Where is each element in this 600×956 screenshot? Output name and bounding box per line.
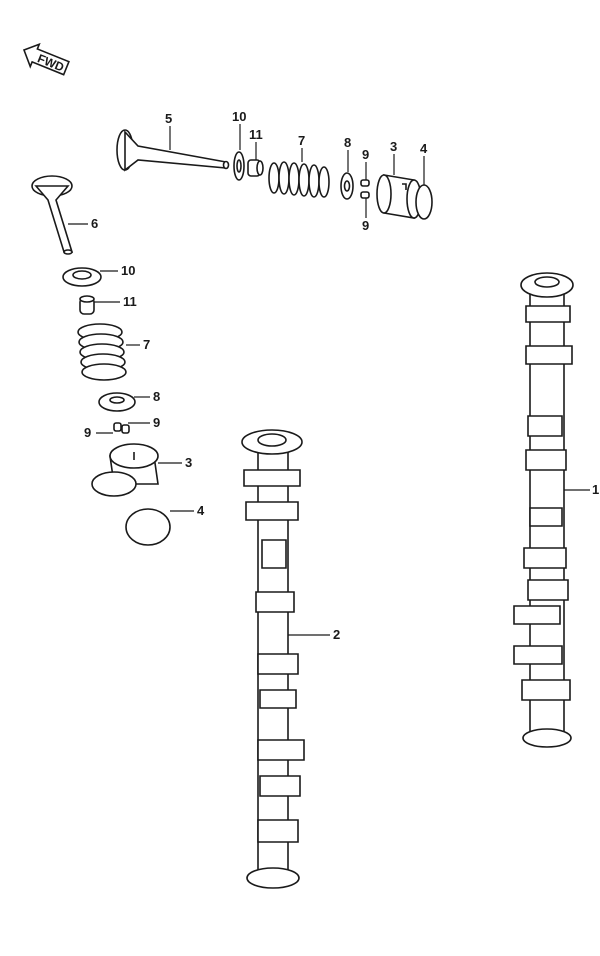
callout-9: 9 <box>153 415 160 430</box>
oil-seal-left <box>62 267 102 287</box>
callout-9: 9 <box>84 425 91 440</box>
spring-retainer-top <box>340 172 354 200</box>
valve-left <box>31 175 74 255</box>
shim-left <box>125 508 171 546</box>
callout-3: 3 <box>185 455 192 470</box>
spring-retainer-left <box>98 392 136 412</box>
camshaft-exhaust <box>241 429 305 889</box>
valve-cotter-top <box>360 179 370 199</box>
oil-seal-top <box>233 151 245 181</box>
callout-1: 1 <box>592 482 599 497</box>
leader-lines <box>68 124 590 636</box>
callout-11: 11 <box>249 127 263 142</box>
camshaft-intake <box>513 272 574 748</box>
callout-10: 10 <box>121 263 135 278</box>
callout-9: 9 <box>362 147 369 162</box>
callout-10: 10 <box>232 109 246 124</box>
shim-top <box>415 184 433 220</box>
valve-stem-seal-left <box>79 295 95 315</box>
callout-labels: 5 10 11 7 8 9 3 4 9 6 10 11 7 8 9 9 3 4 … <box>84 109 599 642</box>
callout-8: 8 <box>344 135 351 150</box>
callout-7: 7 <box>143 337 150 352</box>
callout-2: 2 <box>333 627 340 642</box>
callout-9: 9 <box>362 218 369 233</box>
callout-8: 8 <box>153 389 160 404</box>
callout-5: 5 <box>165 111 172 126</box>
valve-cotter-left <box>113 422 130 434</box>
callout-11: 11 <box>123 294 137 309</box>
callout-4: 4 <box>420 141 428 156</box>
callout-4: 4 <box>197 503 205 518</box>
valve-spring-top <box>268 161 330 198</box>
fwd-arrow-icon: FWD <box>22 42 70 76</box>
callout-6: 6 <box>91 216 98 231</box>
callout-7: 7 <box>298 133 305 148</box>
valve-spring-left <box>77 323 127 381</box>
tappet-left <box>91 443 159 497</box>
fwd-label: FWD <box>35 51 66 74</box>
callout-3: 3 <box>390 139 397 154</box>
valve-stem-seal-top <box>247 159 264 177</box>
valve-top <box>116 129 230 172</box>
tappet-top <box>376 174 422 219</box>
